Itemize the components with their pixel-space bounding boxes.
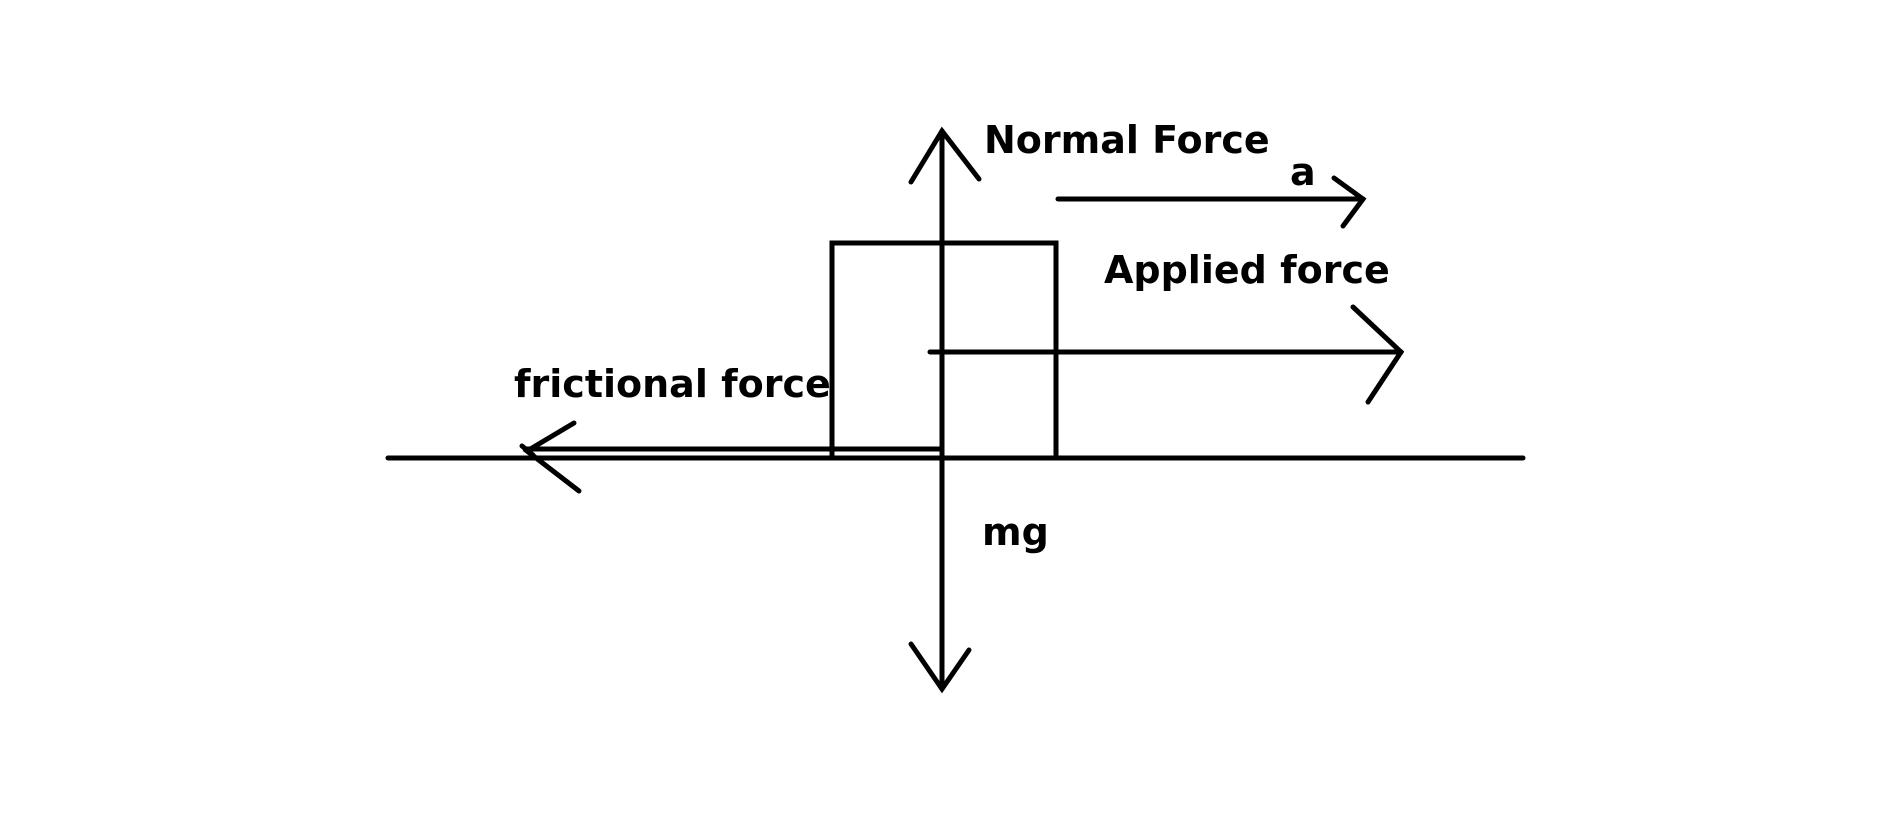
normal-force-label: Normal Force — [984, 118, 1270, 162]
applied-force-arrow — [927, 304, 1405, 405]
arrow-down-icon — [908, 641, 972, 694]
normal-force-arrow — [908, 126, 982, 461]
arrow-up-icon — [908, 126, 982, 185]
frictional-force-label: frictional force — [514, 362, 831, 406]
acceleration-arrow — [1055, 175, 1367, 229]
arrow-hook-stroke — [519, 443, 536, 458]
acceleration-label: a — [1290, 150, 1316, 194]
applied-force-label: Applied force — [1104, 248, 1390, 292]
weight-arrow — [908, 455, 972, 694]
weight-label: mg — [982, 510, 1049, 554]
arrow-right-icon — [1331, 175, 1367, 229]
arrow-right-icon — [1350, 304, 1405, 405]
frictional-force-arrow — [519, 420, 945, 494]
